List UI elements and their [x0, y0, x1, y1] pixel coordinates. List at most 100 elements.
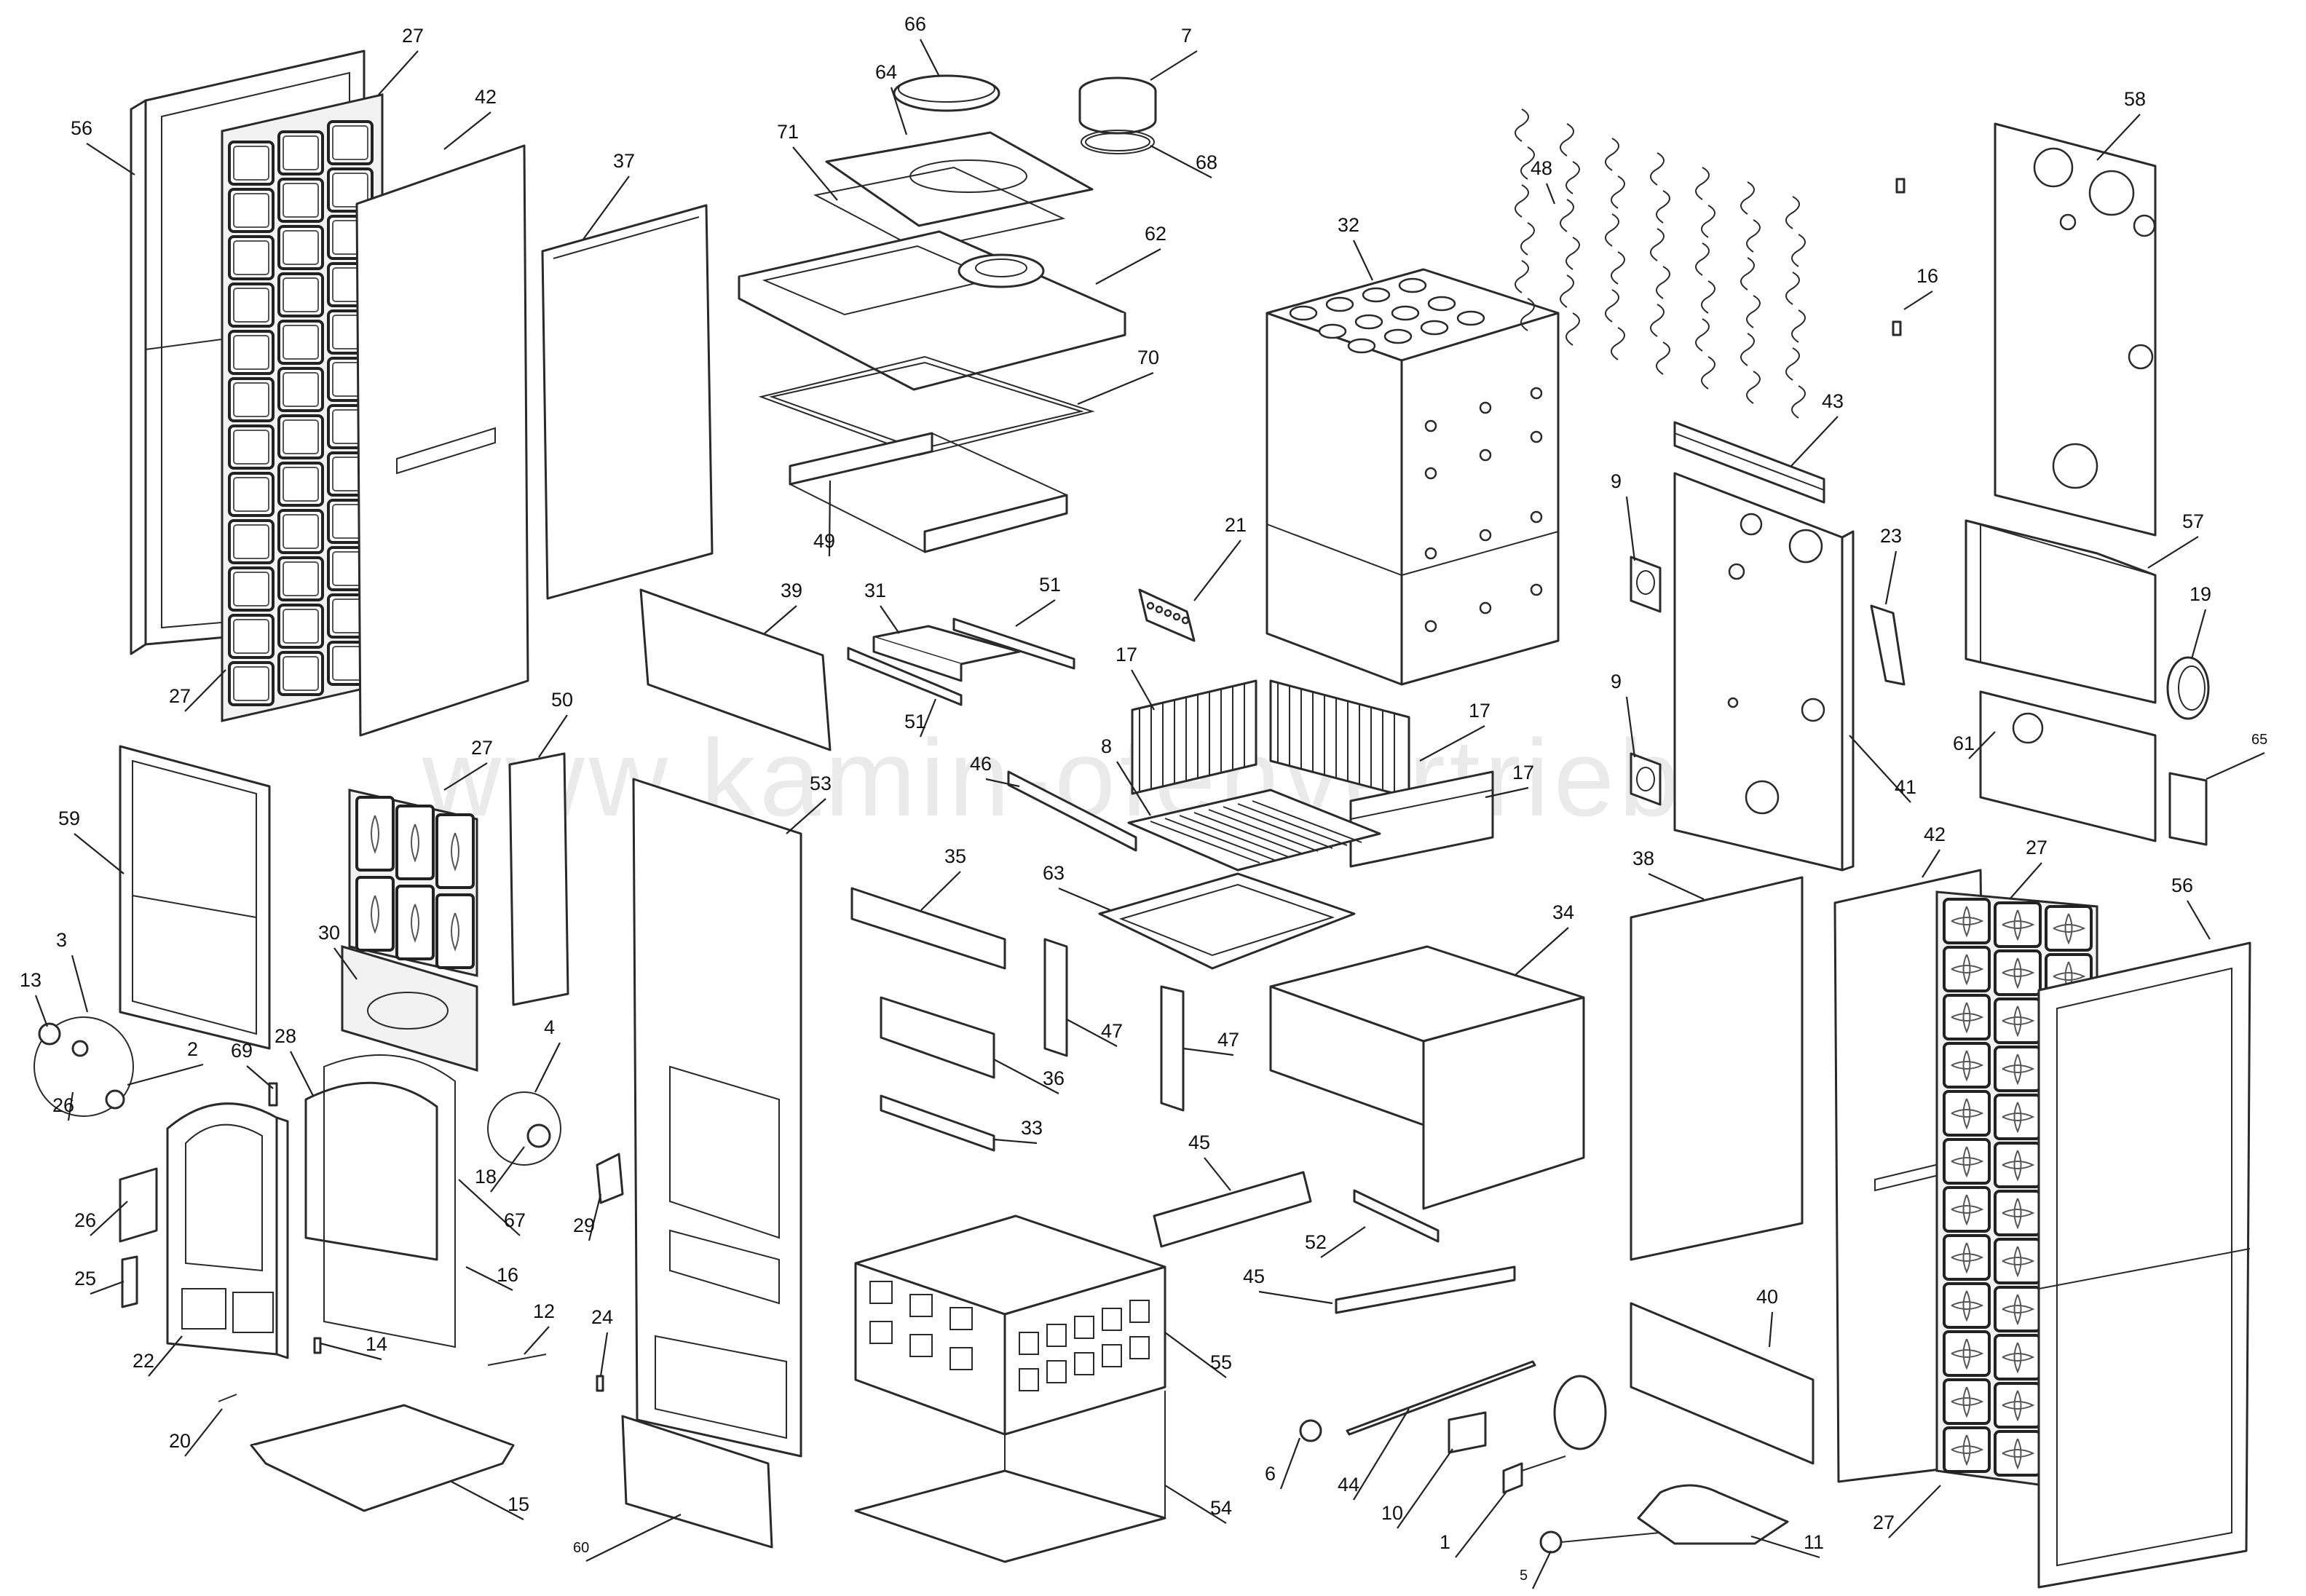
leader-line [534, 1042, 561, 1093]
part-7-ring [1078, 76, 1157, 135]
callout-label-55: 55 [1210, 1351, 1232, 1373]
leader-line [490, 1146, 525, 1193]
part-64-top-plate [825, 131, 1094, 227]
callout-label-42: 42 [475, 86, 497, 108]
callout-label-31: 31 [864, 580, 886, 601]
leader-line [1903, 291, 1933, 310]
callout-label-8: 8 [1101, 735, 1112, 757]
part-45-rail-upper [1153, 1171, 1312, 1248]
leader-line [1150, 145, 1212, 178]
callout-label-46: 46 [970, 753, 992, 775]
leader-line [582, 175, 630, 241]
part-5-sensor [1539, 1530, 1661, 1554]
callout-label-26: 26 [74, 1209, 96, 1231]
leader-line [1193, 540, 1241, 601]
part-22-door [166, 1102, 289, 1359]
leader-line [246, 1065, 274, 1089]
part-63-grate-frame [1098, 872, 1356, 970]
part-35-bracket [850, 887, 1006, 970]
part-9-flange-upper [1630, 556, 1662, 613]
part-39-front-strip [639, 588, 832, 751]
tile [277, 556, 324, 601]
leader-line [333, 947, 358, 980]
part-59-door-frame [119, 745, 271, 1050]
callout-label-58: 58 [2124, 88, 2146, 110]
leader-line [1015, 599, 1056, 627]
part-8-grate [1127, 789, 1381, 872]
leader-line [993, 1059, 1059, 1094]
callout-label-52: 52 [1305, 1231, 1327, 1253]
part-28-glass-panel [304, 1081, 438, 1261]
leader-line [290, 1051, 314, 1097]
part-53-front-panel [632, 778, 802, 1458]
part-17-front-plate [1349, 770, 1494, 868]
leader-line [1922, 849, 1940, 878]
callout-label-3: 3 [56, 929, 67, 951]
callout-label-21: 21 [1225, 514, 1247, 536]
callout-label-57: 57 [2182, 510, 2204, 532]
leader-line [458, 1179, 521, 1236]
leader-line [1353, 240, 1373, 281]
callout-label-27: 27 [2026, 837, 2048, 858]
tile [355, 876, 395, 952]
callout-label-56: 56 [71, 117, 92, 139]
callout-label-39: 39 [781, 580, 802, 601]
leader-line [86, 143, 135, 175]
tile [228, 519, 275, 564]
callout-label-66: 66 [904, 13, 926, 35]
callout-label-9: 9 [1611, 470, 1622, 492]
callout-label-14: 14 [366, 1333, 387, 1355]
leader-line [1750, 1535, 1820, 1559]
tile [1943, 1378, 1991, 1425]
callout-label-6: 6 [1265, 1463, 1276, 1485]
leader-line [985, 778, 1020, 788]
callout-label-69: 69 [231, 1040, 253, 1062]
part-40-bottom-strip [1630, 1302, 1815, 1465]
part-47-post-right [1160, 985, 1185, 1112]
callout-label-28: 28 [275, 1025, 296, 1047]
callout-label-27: 27 [1873, 1512, 1895, 1533]
callout-label-50: 50 [551, 689, 573, 711]
tile [228, 188, 275, 233]
part-57-flue-box [1965, 519, 2157, 704]
tile [1994, 901, 2042, 948]
callout-label-12: 12 [533, 1300, 555, 1322]
tile [228, 424, 275, 470]
callout-label-49: 49 [813, 530, 835, 552]
leader-line [2190, 609, 2207, 660]
leader-line [2147, 536, 2199, 569]
tile [277, 414, 324, 459]
leader-line [90, 1201, 128, 1236]
leader-line [1066, 1019, 1118, 1047]
leader-line [538, 714, 568, 758]
part-66-lid [893, 74, 1000, 112]
leader-line [1485, 786, 1529, 799]
leader-line [1279, 1437, 1301, 1490]
leader-line [184, 1408, 223, 1457]
leader-line [828, 480, 832, 557]
part-9-flange-lower [1630, 752, 1662, 806]
leader-line [1182, 1047, 1234, 1056]
leader-line [920, 39, 940, 77]
callout-label-63: 63 [1043, 862, 1065, 884]
tile [1943, 946, 1991, 992]
part-3-hinge-detail-circle [33, 1016, 134, 1117]
tile [277, 604, 324, 649]
leader-line [1164, 1332, 1227, 1378]
leader-line [1625, 496, 1636, 561]
part-68-gasket-ring [1081, 130, 1155, 154]
callout-label-4: 4 [544, 1016, 555, 1038]
tile [1943, 994, 1991, 1040]
callout-label-27: 27 [169, 685, 191, 707]
part-4-handle-detail-circle [487, 1091, 561, 1166]
tile [1943, 898, 1991, 944]
part-12-rod [487, 1354, 547, 1366]
part-42-side-panel-left [355, 144, 529, 737]
callout-label-47: 47 [1217, 1029, 1239, 1051]
leader-line [67, 1091, 74, 1121]
leader-line [1116, 761, 1151, 816]
part-51-rail-upper [952, 617, 1075, 670]
leader-line [1353, 1408, 1410, 1501]
part-69-pin [268, 1082, 278, 1107]
